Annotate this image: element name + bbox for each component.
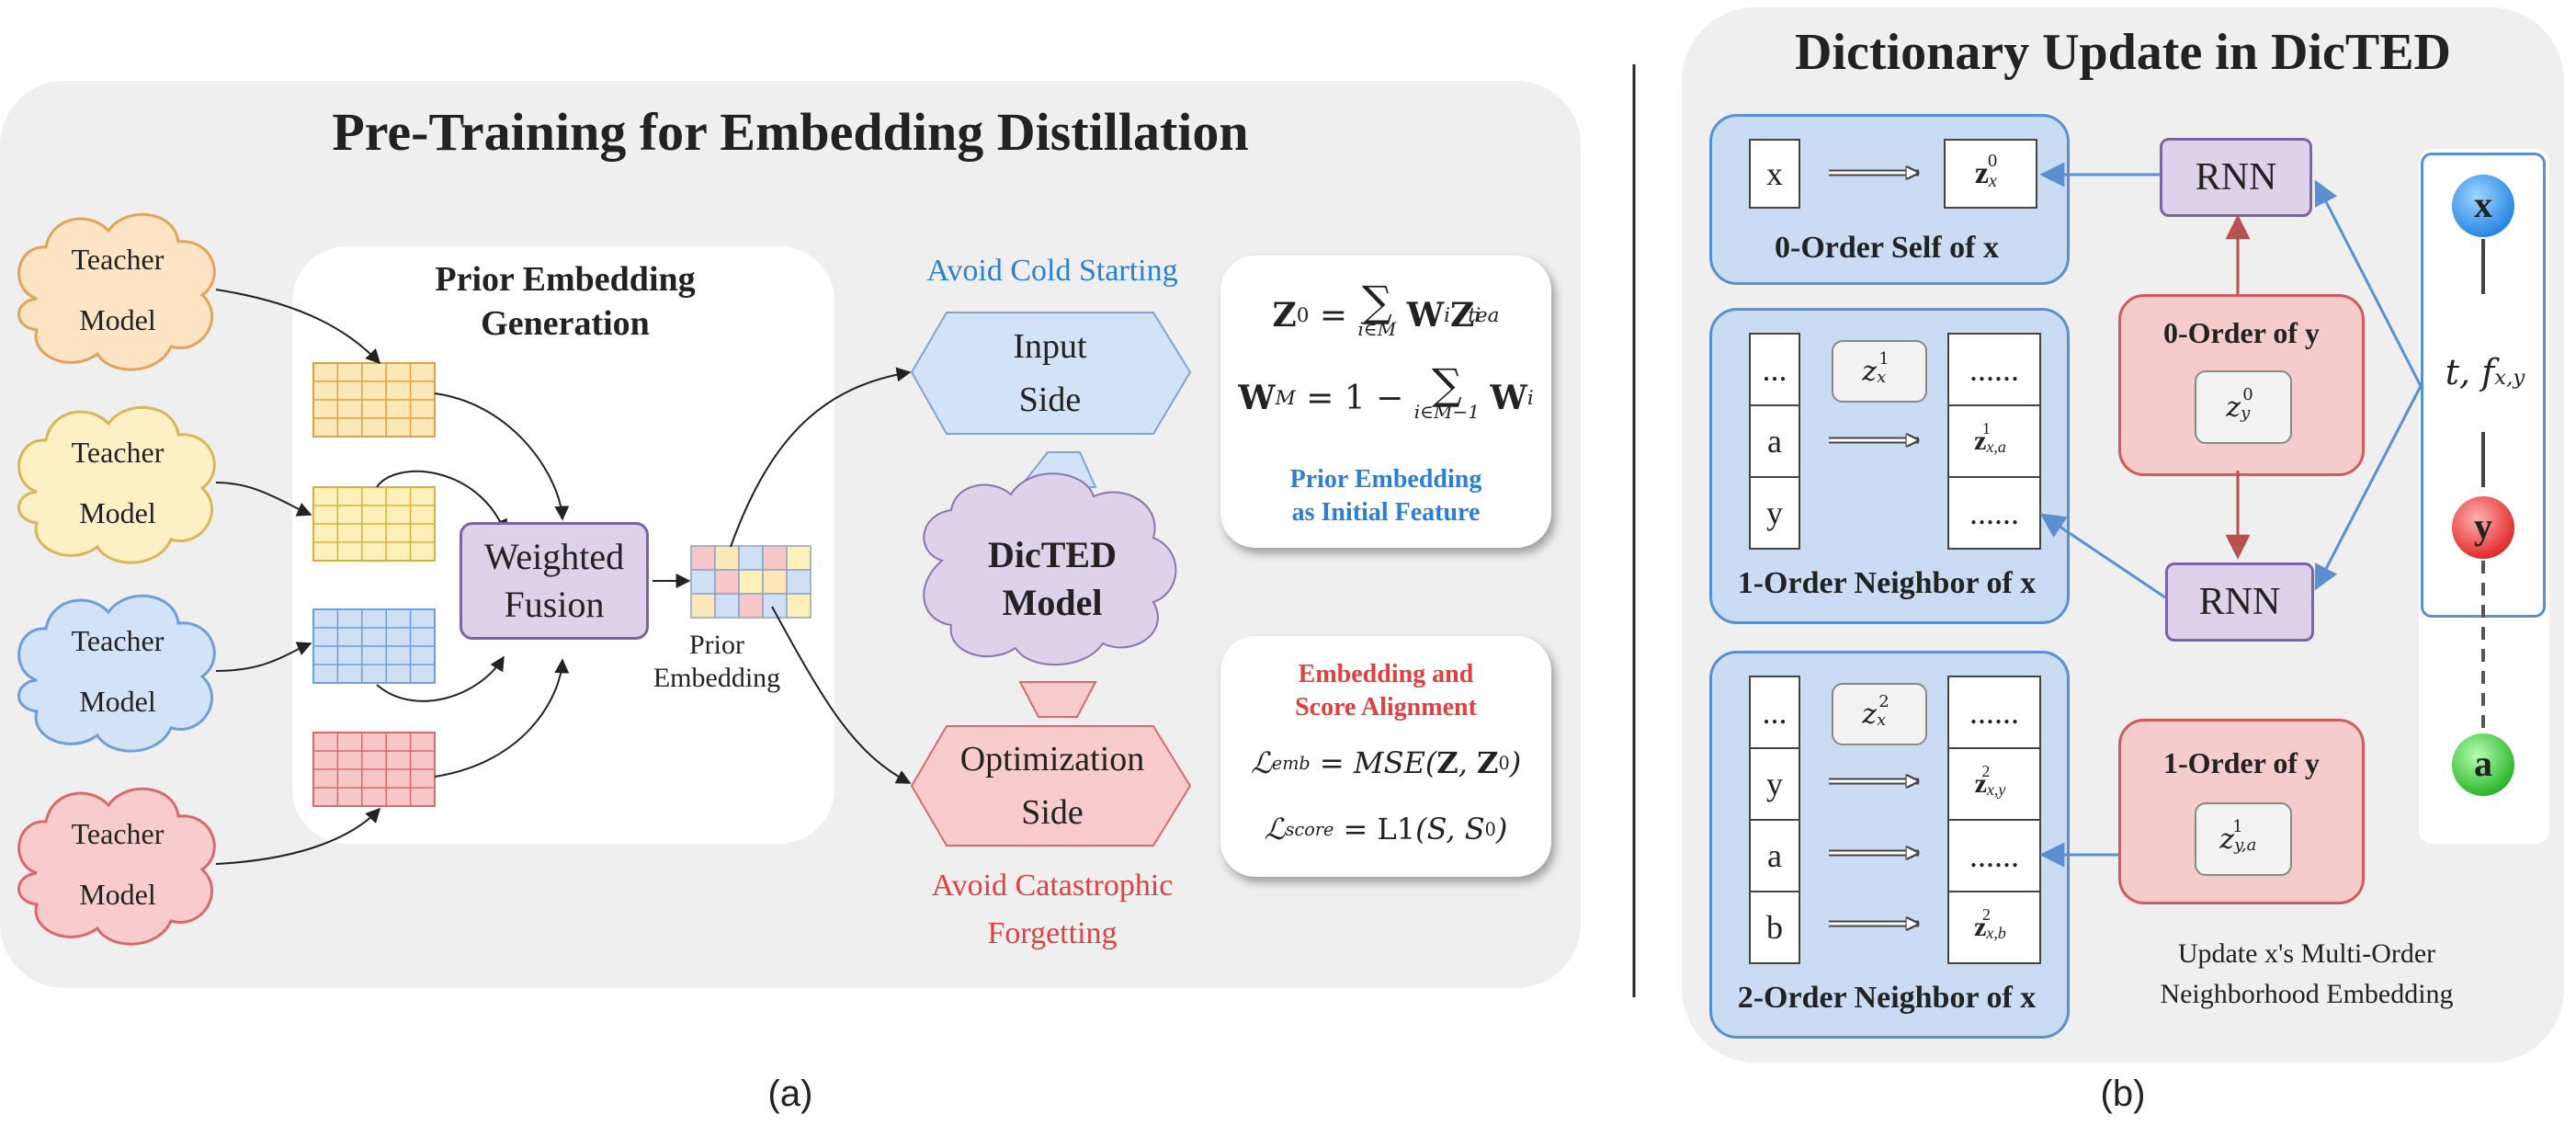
prior-embedding-cell [762,593,788,619]
input-side-label: Input Side [1013,327,1087,419]
panel-a-title: Pre-Training for Embedding Distillation [332,102,1249,162]
optimization-side-label: Optimization Side [959,740,1145,832]
node-a-label: a [2474,742,2492,784]
teacher-model-cloud-2 [17,405,216,564]
one-order-key-cell-2: y [1749,476,1800,550]
prior-embedding-cell [738,593,764,619]
panel-b-sublabel: (b) [2100,1073,2146,1114]
prior-embedding-cell [690,593,716,619]
teacher-label-line-1: Teacher [71,817,165,850]
input-side-shape [910,312,1192,435]
avoid-catastrophic-forgetting-text: Avoid Catastrophic Forgetting [931,869,1174,950]
node-x-label: x [2474,183,2492,225]
one-order-neighbor-label: 1-Order Neighbor of x [1737,566,2037,600]
node-y-circle [2452,496,2514,559]
prior-embedding-cell [714,593,740,619]
prior-embedding-cell [786,593,811,619]
teacher-label-line-2: Model [79,685,156,718]
node-y-label: y [2474,505,2492,547]
prior-embedding-generation-title: Prior Embedding Generation [435,260,696,343]
alignment-caption: Embedding and Score Alignment [1295,660,1477,722]
panel-b-title: Dictionary Update in DicTED [1795,24,2451,81]
teacher-label-line-1: Teacher [71,436,165,469]
prior-embedding-caption: Prior Embedding as Initial Feature [1289,465,1482,527]
prior-embedding-cell [738,569,764,595]
dicted-cloud-shape [923,472,1177,666]
two-order-key-cell-0: ... [1749,676,1800,749]
one-order-value-cell-0: ...... [1947,333,2041,406]
rnn-top-box: RNN [2160,138,2312,217]
two-order-key-cell-3: b [1749,891,1800,964]
zero-order-y-label: 0-Order of y [2162,315,2321,349]
prior-embedding-cell [786,545,811,571]
prior-embedding-cell [714,545,740,571]
prior-embedding-grid [690,545,811,619]
two-order-key-cell-2: a [1749,819,1800,892]
prior-embedding-label: Prior Embedding [653,630,781,693]
node-x-circle [2452,175,2514,237]
teacher-model-cloud-1 [17,212,216,371]
one-order-y-label: 1-Order of y [2162,745,2321,779]
update-note: Update x's Multi-Order Neighborhood Embe… [2160,938,2454,1009]
teacher-label-line-2: Model [79,303,156,336]
prior-embedding-cell [762,569,788,595]
teacher-label-line-2: Model [79,496,156,529]
one-order-value-cell-2: ...... [1947,476,2041,550]
optimization-side-shape [910,725,1192,847]
triangle-down-shape [1018,681,1097,718]
dicted-model-label: DicTED Model [988,534,1117,623]
teacher-label-line-1: Teacher [71,624,165,657]
teacher-model-cloud-3 [17,594,216,753]
teacher-label-line-1: Teacher [71,243,165,276]
two-order-value-cell-0: ...... [1947,676,2041,749]
prior-embedding-cell [786,569,811,595]
teacher-model-cloud-4 [17,787,216,946]
zero-order-key-cell: x [1749,139,1800,209]
zero-order-self-label: 0-Order Self of x [1775,231,1999,265]
two-order-key-cell-1: y [1749,747,1800,821]
teacher-label-line-2: Model [79,878,156,911]
rnn-bottom-box: RNN [2165,562,2314,642]
two-order-neighbor-label: 2-Order Neighbor of x [1737,981,2037,1015]
panel-a-sublabel: (a) [767,1073,813,1114]
node-a-circle [2452,733,2514,796]
avoid-cold-starting-text: Avoid Cold Starting [926,254,1178,288]
weighted-fusion-box: Weighted Fusion [460,522,649,640]
one-order-key-cell-1: a [1749,404,1800,478]
